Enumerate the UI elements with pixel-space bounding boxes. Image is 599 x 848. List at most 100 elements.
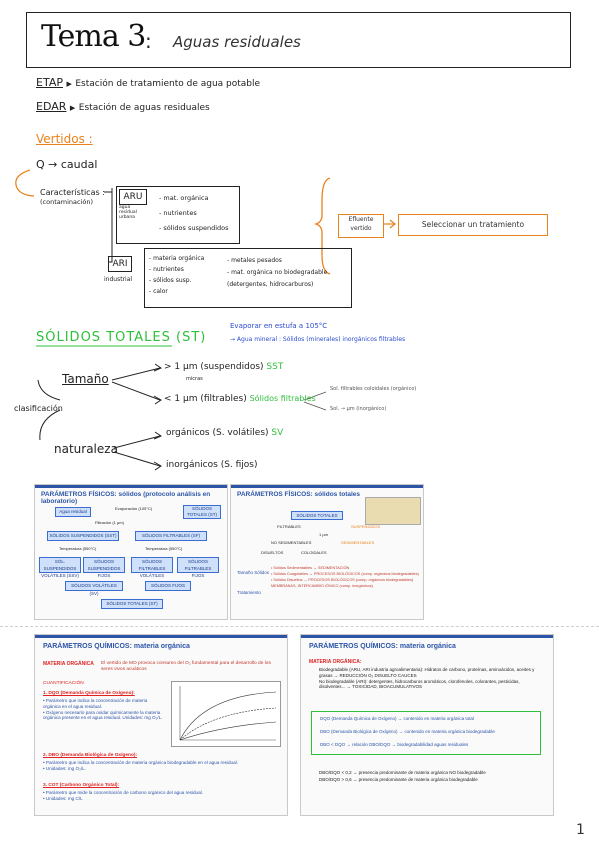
- ari-item: - nutrientes: [149, 266, 184, 273]
- ari-item: - calor: [149, 288, 168, 295]
- ari-desc: industrial: [104, 276, 133, 283]
- etap-code: ETAP: [36, 76, 63, 89]
- aru-desc: agua residual urbana: [119, 205, 137, 220]
- slide-title: PARÁMETROS FÍSICOS: sólidos (protocolo a…: [41, 491, 211, 505]
- page-number: 1: [576, 822, 585, 838]
- etap-line: ETAP ▶ Estación de tratamiento de agua p…: [36, 76, 260, 89]
- ari-item: - materia orgánica: [149, 255, 205, 262]
- slide-box: SÓLIDOS TOTALES (ST): [101, 599, 163, 609]
- slide-line: • Sólidos Sedimentables → SEDIMENTACIÓN: [271, 566, 350, 570]
- treatment-box: Seleccionar un tratamiento: [398, 214, 548, 236]
- dqo-dbo-box: DQO (Demanda Química de Oxígeno) → conte…: [311, 711, 541, 755]
- slide-label: Temperatura (550°C): [145, 546, 183, 551]
- slide-line: DBO (Demanda Biológica de Oxígeno) → con…: [320, 729, 495, 734]
- ratio-lines: DBO/DQO < 0,2 → presencia predominante d…: [319, 769, 545, 783]
- slide-title: PARÁMETROS QUÍMICOS: materia orgánica: [43, 643, 190, 650]
- slide-line: DQO (Demanda Química de Oxígeno) → conte…: [320, 716, 474, 721]
- arrow-icon: ▶: [66, 80, 72, 88]
- ari-box: - materia orgánica - nutrientes - sólido…: [144, 248, 352, 308]
- aru-code: ARU: [119, 189, 147, 205]
- edar-code: EDAR: [36, 100, 67, 113]
- slide-box: SÓLIDOS TOTALES (ST): [183, 505, 221, 519]
- caracteristicas-sub: (contaminación): [40, 198, 93, 206]
- sst-code: SST: [266, 362, 284, 372]
- effluent-box: Efluente vertido: [338, 214, 384, 238]
- aru-item: - mat. orgánica: [159, 194, 209, 202]
- page-subtitle: Aguas residuales: [173, 33, 301, 51]
- slide-bar: [301, 635, 553, 638]
- dbo-curve-chart: [171, 681, 281, 747]
- slide-mo-text: El vertido de MO provoca consumo del O₂ …: [101, 661, 271, 672]
- aru-item: - sólidos suspendidos: [159, 224, 229, 232]
- solidos-note2: → Agua mineral : Sólidos (minerales) ino…: [230, 336, 406, 343]
- slide-fisicos-totales: PARÁMETROS FÍSICOS: sólidos totales SÓLI…: [230, 484, 424, 620]
- page-divider: [0, 626, 599, 628]
- ratio-high: DBO/DQO > 0,6 → presencia predominante d…: [319, 777, 478, 782]
- naturaleza-label: naturaleza: [54, 442, 118, 456]
- slide-box: SÓLIDOS FILTRABLES FIJOS: [177, 557, 219, 578]
- slide-bar: [231, 485, 423, 488]
- filtrables-line: < 1 μm (filtrables) Sólidos filtrables: [164, 394, 316, 404]
- clasificacion-label: clasificación: [14, 404, 63, 413]
- suspendidos-text: > 1 μm (suspendidos): [164, 362, 264, 372]
- slide-line: • Sólidos Disueltos → PROCESOS BIOLÓGICO…: [271, 578, 414, 582]
- micras-label: micras: [186, 376, 203, 382]
- caudal-label: Q → caudal: [36, 158, 98, 171]
- ari-item: - metales pesados: [227, 257, 282, 264]
- slide-label: Filtración (1 μm): [95, 520, 124, 525]
- slide-line: • Oxígeno necesario para oxidar químicam…: [43, 709, 163, 721]
- slide-quimicos-cuantificacion: PARÁMETROS QUÍMICOS: materia orgánica MA…: [34, 634, 288, 816]
- dqo-heading: 1. DQO (Demanda Química de Oxígeno):: [43, 691, 135, 696]
- slide-line: No biodegradable (ARI): detergentes, hid…: [319, 678, 520, 690]
- slide-box: SÓLIDOS FIJOS: [145, 581, 191, 591]
- organicos-line: orgánicos (S. volátiles) SV: [166, 428, 283, 438]
- filtrables-sub1: Sol. filtrables coloidales (orgánico): [330, 386, 417, 392]
- slide-bar: [35, 485, 227, 488]
- dbo-lines: • Parámetro que indica la concentración …: [43, 760, 279, 772]
- slide-line: MEMBRANAS, INTERCAMBIO IÓNICO (comp. ino…: [271, 584, 373, 588]
- slide-label: NO SEDIMENTABLES: [271, 540, 312, 545]
- aru-box: ARU agua residual urbana - mat. orgánica…: [116, 186, 240, 244]
- edar-line: EDAR ▶ Estación de aguas residuales: [36, 100, 210, 113]
- ari-items-left: - materia orgánica - nutrientes - sólido…: [149, 253, 204, 297]
- slide-box: SÓLIDOS FILTRABLES VOLÁTILES: [131, 557, 173, 578]
- dbo-heading: 2. DBO (Demanda Biológica de Oxígeno):: [43, 753, 138, 758]
- mo-lines: Biodegradable (ARU, ARI industria agroal…: [319, 667, 545, 690]
- slide-line: • Sólidos Coagulables → PROCESOS BIOLÓGI…: [271, 572, 419, 576]
- cot-heading: 3. COT (Carbono Orgánico Total):: [43, 783, 120, 788]
- edar-text: Estación de aguas residuales: [78, 103, 210, 113]
- ratio-low: DBO/DQO < 0,2 → presencia predominante d…: [319, 770, 486, 775]
- slide-box: SÓLIDOS SUSPENDIDOS (SST): [47, 531, 119, 541]
- filtrables-sub2: Sol. → μm (inorgánico): [330, 406, 387, 412]
- caracteristicas-label: Características :: [40, 188, 105, 197]
- slide-label: SEDIMENTABLES: [341, 540, 375, 545]
- tamano-label: Tamaño: [62, 372, 109, 386]
- slide-box: Agua residual: [55, 507, 91, 517]
- ari-item: (detergentes, hidrocarburos): [227, 281, 314, 288]
- vertidos-heading: Vertidos :: [36, 132, 93, 146]
- slide-box: SÓLIDOS VOLÁTILES (SV): [65, 581, 123, 596]
- title-box: Tema 3 : Aguas residuales: [26, 12, 571, 68]
- aru-item: - nutrientes: [159, 209, 197, 217]
- slide-line: • Parámetro que mide la concentración de…: [43, 790, 203, 795]
- slide-title: PARÁMETROS QUÍMICOS: materia orgánica: [309, 643, 456, 650]
- ari-item: - mat. orgánica no biodegradable: [227, 269, 328, 276]
- slide-label: 1 μm: [319, 532, 328, 537]
- slide-line: • Parámetro que indica la concentración …: [43, 760, 238, 765]
- arrow-icon: ▶: [69, 104, 76, 112]
- slide-label: FILTRABLES: [277, 524, 301, 529]
- dqo-lines: • Parámetro que indica la concentración …: [43, 698, 163, 721]
- solidos-note1: Evaporar en estufa a 105°C: [230, 322, 328, 330]
- slide-mo-label: MATERIA ORGÁNICA: [43, 661, 94, 667]
- slide-label: Evaporación (105°C): [115, 506, 153, 511]
- slide-line: • Unidades: mg O₂/L.: [43, 765, 86, 771]
- slide-cuant: CUANTIFICACIÓN: [43, 681, 84, 686]
- etap-text: Estación de tratamiento de agua potable: [75, 79, 261, 89]
- sv-code: SV: [271, 428, 284, 438]
- slide-box: SÓL. SUSPENDIDOS VOLÁTILES (SSV): [39, 557, 81, 578]
- slide-mo-label: MATERIA ORGÁNICA:: [309, 659, 362, 665]
- filtrables-code: Sólidos filtrables: [249, 394, 316, 403]
- slide-title: PARÁMETROS FÍSICOS: sólidos totales: [237, 491, 361, 498]
- organicos-text: orgánicos (S. volátiles): [166, 428, 269, 438]
